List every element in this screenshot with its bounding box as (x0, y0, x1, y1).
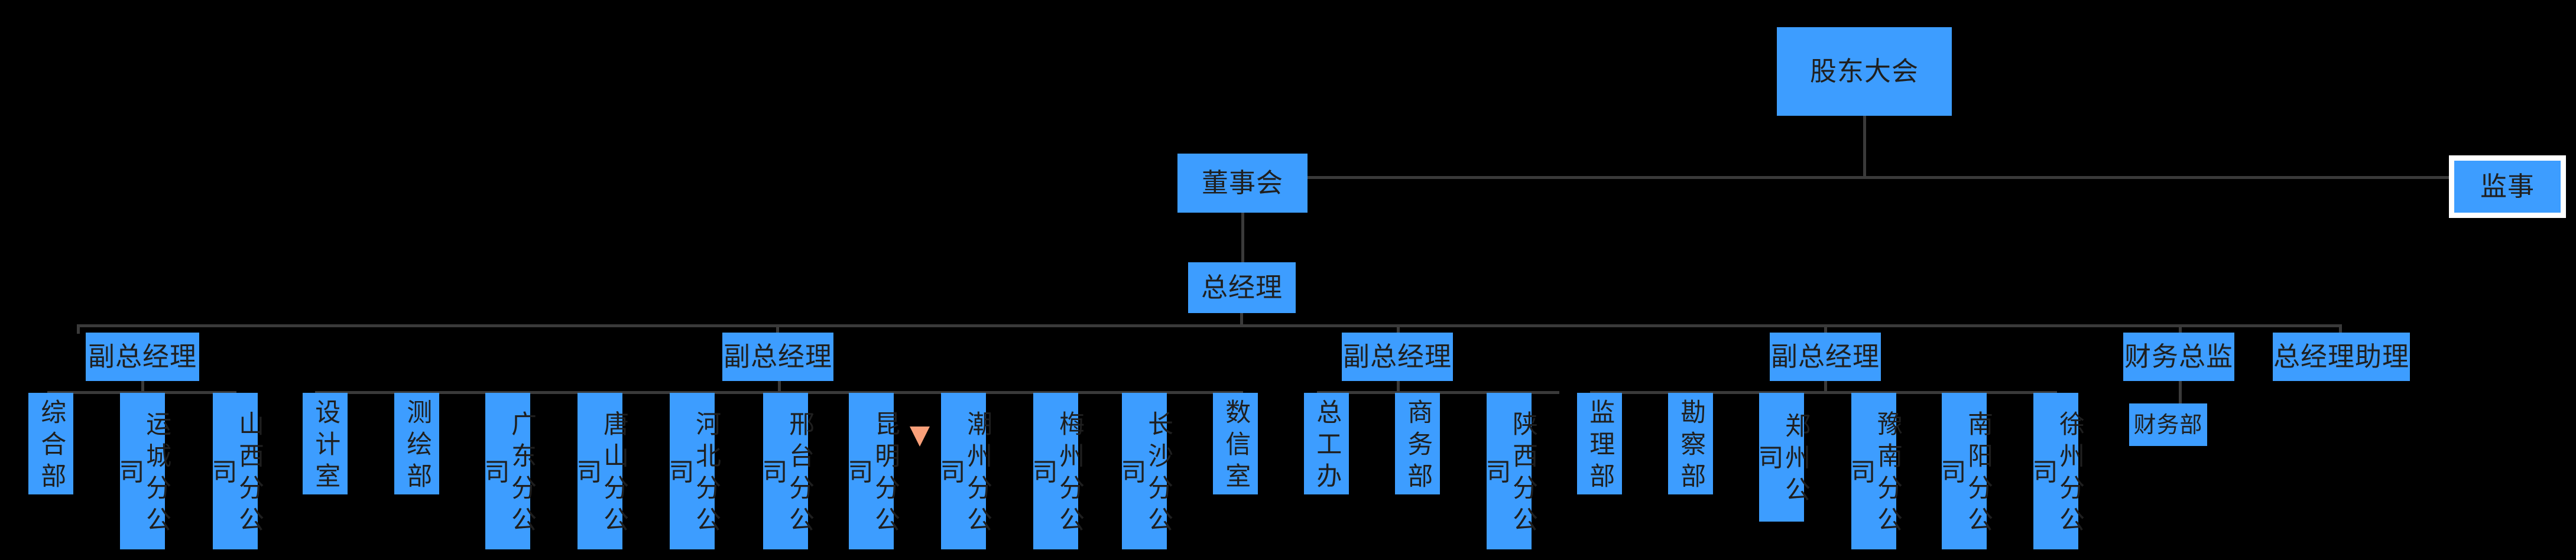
node-label: 唐山分公司 (572, 410, 629, 538)
node-label: 邢台分公司 (758, 410, 815, 538)
connector-bus-to-vgm1 (77, 324, 80, 334)
node-dept-nanyang-branch[interactable]: 南阳分公司 (1936, 393, 1993, 549)
node-label: 测绘部 (402, 399, 432, 494)
node-label: 副总经理 (1770, 341, 1880, 373)
node-board-of-directors[interactable]: 董事会 (1177, 154, 1308, 213)
node-label: 商务部 (1403, 399, 1433, 494)
node-label: 南阳分公司 (1936, 410, 1993, 538)
node-dept-shanxi-branch[interactable]: 山西分公司 (207, 393, 264, 549)
node-dept-finance[interactable]: 财务部 (2129, 403, 2207, 446)
node-dept-xuzhou-branch[interactable]: 徐州分公司 (2028, 393, 2085, 549)
node-label: 设计室 (310, 399, 340, 494)
node-label: 郑州公司 (1754, 412, 1811, 508)
connector-bus-to-vgm3 (1397, 324, 1400, 334)
connector-bus-to-vgm2 (776, 324, 779, 334)
node-dept-data-info-office[interactable]: 数信室 (1213, 393, 1258, 494)
node-label: 徐州分公司 (2028, 410, 2085, 538)
node-dept-changsha-branch[interactable]: 长沙分公司 (1117, 393, 1173, 549)
node-dept-chaozhou-branch[interactable]: 潮州分公司 (936, 393, 992, 549)
node-label: 运城分公司 (115, 410, 171, 538)
node-dept-hebei-branch[interactable]: 河北分公司 (664, 393, 721, 549)
node-shareholders-meeting[interactable]: 股东大会 (1777, 27, 1952, 116)
connector-vgm4-stem (1824, 381, 1827, 393)
mouse-cursor-icon (910, 426, 930, 447)
node-dept-tangshan-branch[interactable]: 唐山分公司 (572, 393, 629, 549)
connector-vgm3-stem (1397, 381, 1400, 393)
node-label: 监事 (2480, 171, 2535, 203)
node-label: 长沙分公司 (1117, 410, 1173, 538)
node-label: 董事会 (1201, 167, 1283, 199)
node-label: 财务总监 (2124, 341, 2233, 373)
node-label: 财务部 (2133, 411, 2203, 438)
node-label: 河北分公司 (664, 410, 721, 538)
node-dept-design-office[interactable]: 设计室 (303, 393, 348, 494)
node-dept-meizhou-branch[interactable]: 梅州分公司 (1028, 393, 1085, 549)
node-general-manager[interactable]: 总经理 (1188, 262, 1296, 313)
node-label: 副总经理 (87, 341, 197, 373)
node-dept-supervision[interactable]: 监理部 (1577, 393, 1622, 494)
node-label: 陕西分公司 (1481, 410, 1538, 538)
node-label: 总工办 (1312, 399, 1342, 494)
node-label: 广东分公司 (480, 410, 537, 538)
node-dept-zhengzhou-company[interactable]: 郑州公司 (1754, 393, 1811, 522)
node-label: 山西分公司 (207, 410, 264, 538)
node-dept-yuncheng-branch[interactable]: 运城分公司 (115, 393, 171, 549)
node-label: 总经理 (1201, 272, 1283, 304)
node-dept-business[interactable]: 商务部 (1395, 393, 1440, 494)
connector-board-to-gm (1241, 213, 1244, 263)
node-label: 潮州分公司 (936, 410, 992, 538)
node-vice-general-manager-2[interactable]: 副总经理 (722, 333, 833, 381)
node-dept-xingtai-branch[interactable]: 邢台分公司 (758, 393, 815, 549)
node-dept-shaanxi-branch[interactable]: 陕西分公司 (1481, 393, 1538, 549)
node-dept-chief-engineer-office[interactable]: 总工办 (1304, 393, 1349, 494)
connector-vgm1-stem (141, 381, 144, 393)
connector-bus-to-cfo (2179, 324, 2182, 334)
node-dept-guangdong-branch[interactable]: 广东分公司 (480, 393, 537, 549)
node-vice-general-manager-3[interactable]: 副总经理 (1342, 333, 1453, 381)
node-gm-assistant[interactable]: 总经理助理 (2273, 333, 2410, 381)
node-dept-surveying[interactable]: 测绘部 (394, 393, 439, 494)
node-label: 副总经理 (1342, 341, 1452, 373)
node-dept-exploration[interactable]: 勘察部 (1668, 393, 1713, 494)
node-label: 数信室 (1221, 399, 1251, 494)
node-label: 勘察部 (1676, 399, 1706, 494)
connector-bus-to-vgm4 (1824, 324, 1827, 334)
node-label: 副总经理 (723, 341, 832, 373)
connector-root-stem (1863, 116, 1866, 178)
node-label: 豫南分公司 (1846, 410, 1903, 538)
connector-cfo-to-finance-dept (2179, 381, 2182, 405)
node-supervisor[interactable]: 监事 (2449, 155, 2566, 218)
node-label: 总经理助理 (2273, 341, 2409, 373)
connector-root-bus (1240, 176, 2508, 179)
connector-vgm3-bus (1317, 391, 1559, 394)
node-finance-director[interactable]: 财务总监 (2123, 333, 2234, 381)
node-label: 综合部 (36, 399, 66, 494)
node-vice-general-manager-1[interactable]: 副总经理 (86, 333, 199, 381)
connector-gm-stem (1240, 313, 1243, 326)
node-label: 股东大会 (1809, 56, 1919, 87)
connector-bus-to-gm-assistant (2339, 324, 2342, 334)
node-dept-kunming-branch[interactable]: 昆明分公司 (843, 393, 900, 549)
connector-manager-bus (77, 324, 2341, 327)
node-dept-yunan-branch[interactable]: 豫南分公司 (1846, 393, 1903, 549)
connector-vgm2-stem (778, 381, 781, 393)
node-label: 监理部 (1585, 399, 1615, 494)
node-vice-general-manager-4[interactable]: 副总经理 (1770, 333, 1881, 381)
node-label: 昆明分公司 (843, 410, 900, 538)
connector-vgm4-bus (1590, 391, 2057, 394)
node-label: 梅州分公司 (1028, 410, 1085, 538)
node-dept-comprehensive[interactable]: 综合部 (28, 393, 73, 494)
